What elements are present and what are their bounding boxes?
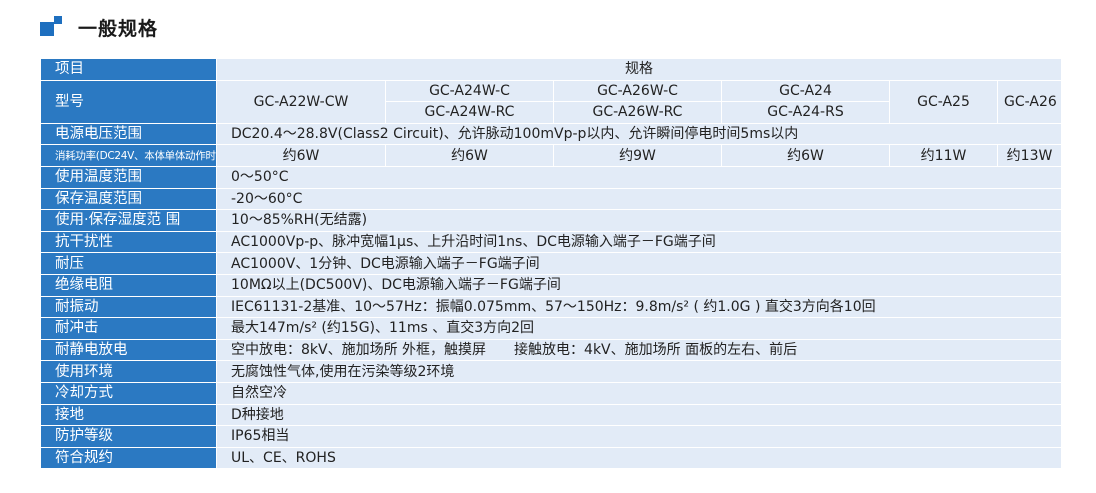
row-value: 10～85%RH(无结露) [215, 209, 1063, 232]
power-value-cell: 约6W [216, 144, 386, 167]
row-value: 最大147m/s² (约15G)、11ms 、直交3方向2回 [215, 317, 1063, 340]
row-value: D种接地 [215, 403, 1063, 427]
table-row: 抗干扰性 AC1000Vp-p、脉冲宽幅1μs、上升沿时间1ns、DC电源输入端… [40, 230, 1063, 254]
table-row: 冷却方式 自然空冷 [40, 381, 1063, 405]
spec-table: 项目 规格 型号 GC-A22W-CW GC-A24W-C GC-A26W-C … [40, 58, 1063, 470]
table-row: 接地 D种接地 [40, 403, 1063, 427]
row-value: UL、CE、ROHS [215, 446, 1063, 470]
header-item-cell: 项目 [40, 58, 217, 81]
model-cell: GC-A24-RS [721, 101, 890, 124]
table-row: 使用·保存湿度范 围 10～85%RH(无结露) [40, 209, 1063, 232]
row-label: 抗干扰性 [40, 230, 217, 254]
row-value: AC1000Vp-p、脉冲宽幅1μs、上升沿时间1ns、DC电源输入端子－FG端… [215, 230, 1063, 254]
table-header-row: 项目 规格 [40, 58, 1063, 81]
models-label: 型号 [40, 79, 217, 124]
row-value: -20～60°C [215, 187, 1063, 211]
table-row: 使用温度范围 0～50°C [40, 165, 1063, 189]
row-label: 电源电压范围 [40, 122, 217, 146]
header-spec-cell: 规格 [215, 58, 1063, 81]
table-row: 耐冲击 最大147m/s² (约15G)、11ms 、直交3方向2回 [40, 317, 1063, 340]
table-row: 耐静电放电 空中放电：8kV、施加场所 外框，触摸屏 接触放电：4kV、施加场所… [40, 338, 1063, 362]
power-value-cell: 约6W [385, 144, 554, 167]
model-cell: GC-A24W-C [385, 79, 554, 103]
row-label: 耐压 [40, 252, 217, 275]
model-cell: GC-A22W-CW [216, 79, 386, 124]
row-label: 消耗功率(DC24V、本体单体动作时) [40, 144, 217, 167]
model-cell: GC-A24 [721, 79, 890, 103]
row-value: AC1000V、1分钟、DC电源输入端子－FG端子间 [215, 252, 1063, 275]
table-row: 防护等级 IP65相当 [40, 425, 1063, 448]
row-value: 10MΩ以上(DC500V)、DC电源输入端子－FG端子间 [215, 273, 1063, 297]
row-value: 空中放电：8kV、施加场所 外框，触摸屏 接触放电：4kV、施加场所 面板的左右… [215, 338, 1063, 362]
power-value-cell: 约9W [553, 144, 722, 167]
row-value: IEC61131-2基准、10～57Hz：振幅0.075mm、57～150Hz：… [215, 295, 1063, 319]
row-label: 绝缘电阻 [40, 273, 217, 297]
table-row: 耐压 AC1000V、1分钟、DC电源输入端子－FG端子间 [40, 252, 1063, 275]
table-row-power: 消耗功率(DC24V、本体单体动作时) 约6W 约6W 约9W 约6W 约11W… [40, 144, 1063, 167]
row-label: 接地 [40, 403, 217, 427]
table-row: 保存温度范围 -20～60°C [40, 187, 1063, 211]
row-label: 耐静电放电 [40, 338, 217, 362]
model-cell: GC-A26 [996, 79, 1063, 124]
model-cell: GC-A25 [889, 79, 998, 124]
section-title: 一般规格 [78, 17, 159, 40]
row-label: 使用·保存湿度范 围 [40, 209, 217, 232]
table-row: 耐振动 IEC61131-2基准、10～57Hz：振幅0.075mm、57～15… [40, 295, 1063, 319]
section-bullet-icon [40, 14, 66, 40]
section-heading: 一般规格 [40, 12, 158, 42]
table-row-voltage: 电源电压范围 DC20.4～28.8V(Class2 Circuit)、允许脉动… [40, 122, 1063, 146]
table-row-models-1: 型号 GC-A22W-CW GC-A24W-C GC-A26W-C GC-A24… [40, 79, 1063, 124]
table-row: 使用环境 无腐蚀性气体,使用在污染等级2环境 [40, 360, 1063, 383]
table-row: 绝缘电阻 10MΩ以上(DC500V)、DC电源输入端子－FG端子间 [40, 273, 1063, 297]
model-cell: GC-A26W-C [553, 79, 722, 103]
power-value-cell: 约6W [721, 144, 890, 167]
row-value: DC20.4～28.8V(Class2 Circuit)、允许脉动100mVp-… [215, 122, 1063, 146]
row-label: 冷却方式 [40, 381, 217, 405]
row-label: 保存温度范围 [40, 187, 217, 211]
row-label: 耐冲击 [40, 317, 217, 340]
table-row-models-2: GC-A24W-RC GC-A26W-RC GC-A24-RS [41, 101, 1062, 124]
power-value-cell: 约13W [996, 144, 1063, 167]
table-row: 符合规约 UL、CE、ROHS [40, 446, 1063, 470]
model-cell: GC-A24W-RC [385, 101, 554, 124]
row-label: 防护等级 [40, 425, 217, 448]
row-label: 使用环境 [40, 360, 217, 383]
row-value: 0～50°C [215, 165, 1063, 189]
row-value: IP65相当 [215, 425, 1063, 448]
row-label: 使用温度范围 [40, 165, 217, 189]
row-label: 耐振动 [40, 295, 217, 319]
power-value-cell: 约11W [889, 144, 998, 167]
row-label: 符合规约 [40, 446, 217, 470]
model-cell: GC-A26W-RC [553, 101, 722, 124]
row-value: 无腐蚀性气体,使用在污染等级2环境 [215, 360, 1063, 383]
row-value: 自然空冷 [215, 381, 1063, 405]
